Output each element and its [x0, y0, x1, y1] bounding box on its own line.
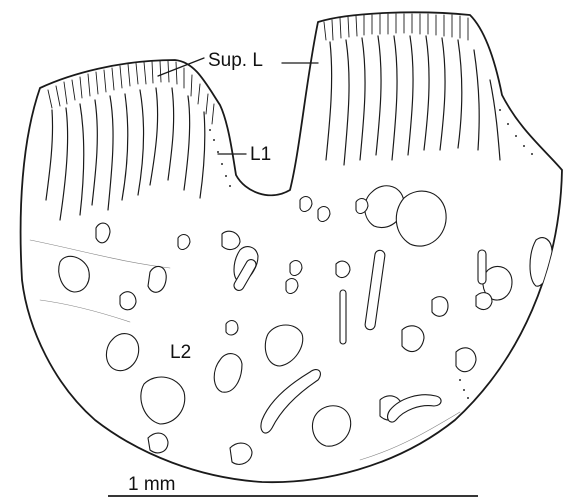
layer1-channels-left	[46, 88, 205, 220]
scale-bar: 1 mm	[108, 474, 478, 496]
layer2-canals	[59, 186, 552, 465]
superficial-layer-hatching-right	[324, 14, 468, 40]
label-l2: L2	[170, 342, 191, 363]
label-sup-l: Sup. L	[208, 50, 263, 71]
layer1-channels-right	[326, 36, 500, 165]
section-outline	[21, 12, 562, 482]
stippling	[209, 59, 533, 399]
label-leaders	[158, 58, 318, 154]
scale-bar-label: 1 mm	[128, 474, 176, 495]
label-l1: L1	[250, 144, 271, 165]
